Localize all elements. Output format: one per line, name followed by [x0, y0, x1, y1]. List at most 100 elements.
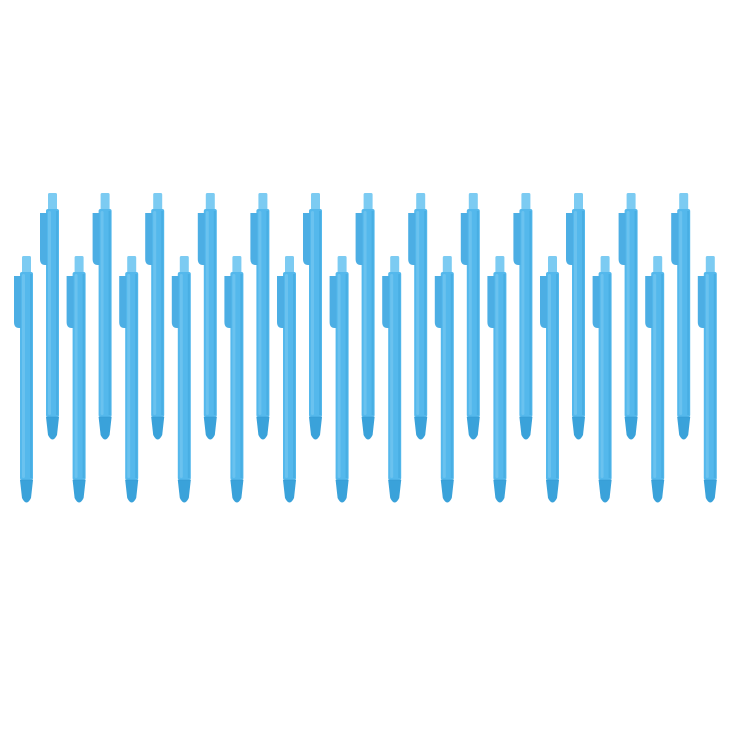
pen-clip [40, 213, 47, 265]
pen-shade [398, 274, 401, 478]
pen-plunger [495, 256, 505, 274]
pen-tip [624, 417, 638, 440]
pen-highlight [653, 274, 657, 478]
pen-tip [546, 480, 559, 503]
pen-shade [345, 274, 348, 478]
pen-clip [224, 276, 232, 328]
pen [303, 193, 322, 440]
pen-shade [293, 274, 295, 478]
pen [513, 193, 533, 440]
pen-clip [145, 213, 153, 265]
pen-shade [634, 211, 637, 415]
pen-plunger [205, 193, 215, 211]
pen-shade [187, 274, 190, 478]
pen [460, 193, 480, 440]
pen-plunger [626, 193, 636, 211]
pen [329, 256, 349, 503]
pen-clip [277, 276, 284, 328]
pen [145, 193, 165, 440]
pen-highlight [153, 211, 157, 415]
pen-shade [661, 274, 664, 478]
pen-clip [671, 213, 679, 265]
pen-shade [319, 211, 321, 415]
pen-highlight [390, 274, 394, 478]
pen-clip [434, 276, 442, 328]
pen-tip [519, 417, 533, 440]
pen-plunger [521, 193, 531, 211]
pen-tip [98, 417, 112, 440]
back-row [40, 193, 691, 440]
pen-clip [592, 276, 600, 328]
pen-highlight [548, 274, 551, 478]
pen [277, 256, 296, 503]
pen-tip [20, 480, 33, 503]
pen-highlight [48, 211, 51, 415]
pen-highlight [337, 274, 341, 478]
pen-tip [151, 417, 165, 440]
pen-shade [266, 211, 269, 415]
pen-clip [645, 276, 653, 328]
pen-highlight [442, 274, 446, 478]
pen-highlight [495, 274, 499, 478]
pen-plunger [363, 193, 373, 211]
pen [250, 193, 270, 440]
pen-tip [177, 480, 191, 503]
pen-plunger [600, 256, 610, 274]
pen-tip [309, 417, 322, 440]
pen-clip [566, 213, 573, 265]
pen [618, 193, 638, 440]
pen [355, 193, 375, 440]
pen [487, 256, 507, 503]
pen [697, 256, 717, 503]
pen-clip [329, 276, 337, 328]
pen [197, 193, 217, 440]
pen-clip [697, 276, 705, 328]
pen-plunger [285, 256, 294, 274]
pen-clip [408, 213, 416, 265]
pen-plunger [390, 256, 400, 274]
pen-plunger [232, 256, 242, 274]
pen-clip [618, 213, 626, 265]
pen [382, 256, 402, 503]
pen-highlight [74, 274, 78, 478]
pen-highlight [600, 274, 604, 478]
pen-tip [203, 417, 217, 440]
pen-clip [119, 276, 127, 328]
pen-clip [540, 276, 547, 328]
pen-highlight [626, 211, 630, 415]
pen [645, 256, 665, 503]
pen-plunger [100, 193, 110, 211]
pen-clip [66, 276, 74, 328]
pen-plunger [74, 256, 84, 274]
pen-tip [598, 480, 612, 503]
pen-tip [361, 417, 375, 440]
pen-highlight [22, 274, 25, 478]
pen-highlight [127, 274, 131, 478]
pen-tip [125, 480, 139, 503]
pen-clip [355, 213, 363, 265]
pen-plunger [127, 256, 137, 274]
pen-shade [687, 211, 690, 415]
pen [434, 256, 454, 503]
pen-shade [608, 274, 611, 478]
front-row [14, 256, 717, 503]
pen-highlight [363, 211, 367, 415]
pen-tip [388, 480, 402, 503]
pen-plunger [258, 193, 268, 211]
pen-clip [460, 213, 468, 265]
pen-highlight [679, 211, 683, 415]
pen-tip [414, 417, 428, 440]
pen-tip [256, 417, 270, 440]
pen [224, 256, 244, 503]
pen-tip [230, 480, 244, 503]
pen-highlight [705, 274, 709, 478]
pen-highlight [179, 274, 183, 478]
pen-clip [250, 213, 258, 265]
pen [408, 193, 428, 440]
pen-highlight [258, 211, 262, 415]
pen-plunger [337, 256, 347, 274]
pen-plunger [48, 193, 57, 211]
pen-shade [713, 274, 716, 478]
